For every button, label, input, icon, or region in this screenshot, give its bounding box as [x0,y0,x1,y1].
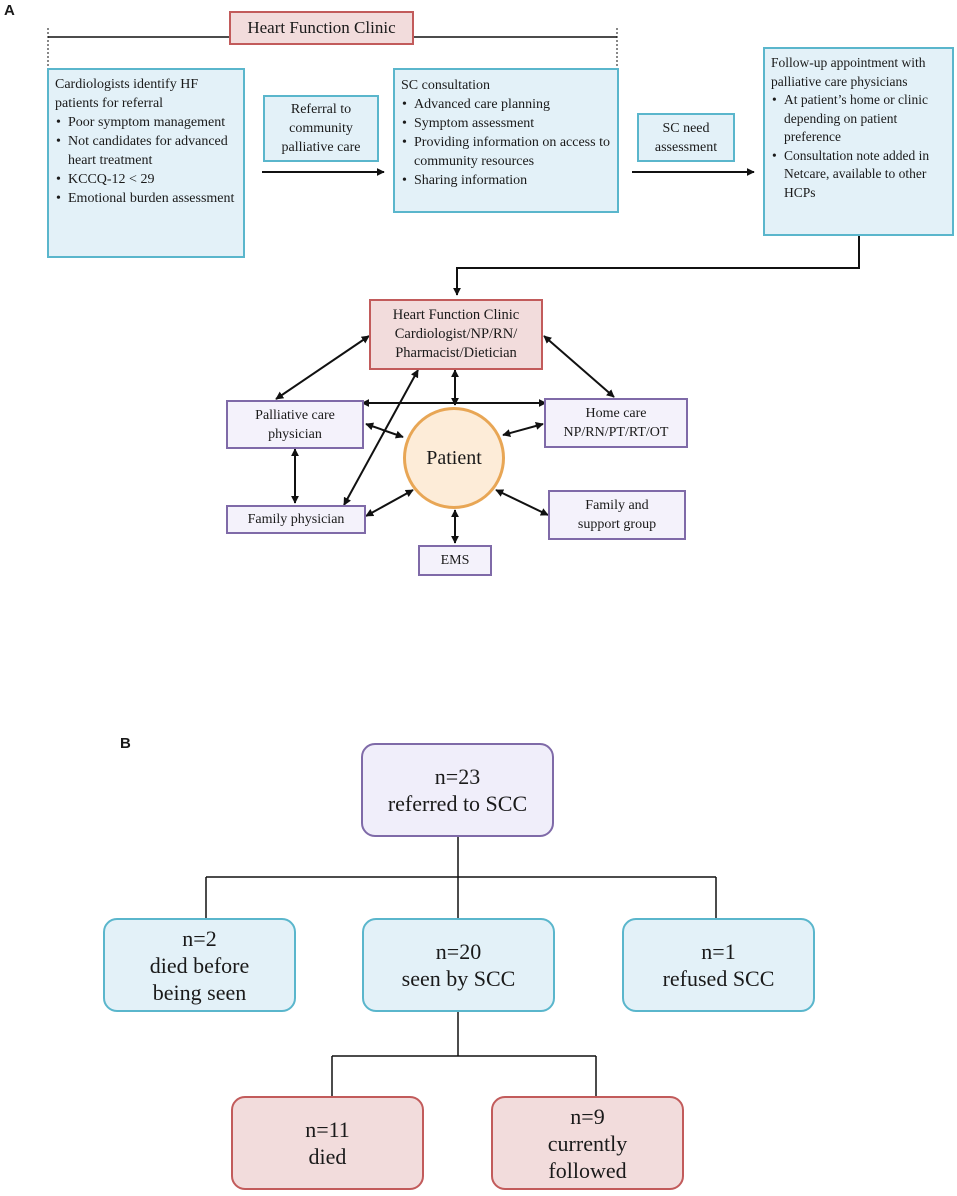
followed-label-1: currently [547,1130,628,1156]
seen-label: seen by SCC [401,966,516,991]
died-before-seen-box: n=2 died before being seen [103,918,296,1012]
heart-function-clinic-title: Heart Function Clinic [229,11,414,45]
followed-label-2: followed [548,1157,627,1183]
list-item: Advanced care planning [401,95,611,114]
died-count: n=11 [305,1117,350,1142]
arrow-clinic-homecare [543,335,615,398]
referred-count: n=23 [434,764,481,789]
palliative-node-line2: physician [268,426,322,442]
arrow-homecare-patient [502,422,544,437]
list-item: At patient’s home or clinic depending on… [771,91,946,147]
died-before-label-2: being seen [152,979,247,1005]
seen-by-scc-box: n=20 seen by SCC [362,918,555,1012]
sc-need-assessment-label: SC need assessment [637,113,735,162]
arrow-return-to-clinic [453,236,860,296]
arrow-patient-familysupport [495,489,549,516]
family-support-line1: Family and [585,498,649,513]
clinic-node-line1: Heart Function Clinic [392,307,520,323]
palliative-care-physician-node: Palliative care physician [226,400,364,449]
list-item: Providing information on access to commu… [401,133,611,171]
panel-b-letter: B [120,735,131,752]
died-before-count: n=2 [182,925,217,951]
cardiologist-referral-box: Cardiologists identify HF patients for r… [47,68,245,258]
died-before-label-1: died before [149,952,250,978]
died-box: n=11 died [231,1096,424,1190]
list-item: Sharing information [401,171,611,190]
network-arrows [275,335,615,544]
family-support-line2: support group [577,517,657,532]
cardiologist-criteria-list: Poor symptom management Not candidates f… [55,113,237,208]
list-item: Emotional burden assessment [55,189,237,208]
cardiologist-box-heading: Cardiologists identify HF patients for r… [55,77,199,111]
family-support-group-node: Family and support group [548,490,686,540]
family-physician-node: Family physician [226,505,366,534]
process-arrows [262,168,860,296]
sc-consultation-list: Advanced care planning Symptom assessmen… [401,95,611,190]
referred-label: referred to SCC [387,791,528,816]
clinic-node-line3: Pharmacist/Dietician [395,345,517,361]
arrow-clinic-palliative [275,335,370,400]
homecare-node-line2: NP/RN/PT/RT/OT [563,425,669,440]
ems-node: EMS [418,545,492,576]
list-item: KCCQ-12 < 29 [55,170,237,189]
seen-count: n=20 [435,939,482,964]
sc-consultation-box: SC consultation Advanced care planning S… [393,68,619,213]
tree-connectors [205,837,717,1096]
arrow-palliative-patient [365,422,404,439]
followed-count: n=9 [570,1103,605,1129]
refused-label: refused SCC [662,966,775,991]
panel-a-letter: A [4,2,15,19]
clinic-node-line2: Cardiologist/NP/RN/ [394,326,518,342]
list-item: Not candidates for advanced heart treatm… [55,132,237,170]
patient-node: Patient [403,407,505,509]
home-care-node: Home care NP/RN/PT/RT/OT [544,398,688,448]
refused-scc-box: n=1 refused SCC [622,918,815,1012]
referral-to-community-palliative-care-label: Referral to community palliative care [263,95,379,162]
referred-to-scc-box: n=23 referred to SCC [361,743,554,837]
list-item: Symptom assessment [401,114,611,133]
sc-consultation-heading: SC consultation [401,78,491,93]
follow-up-list: At patient’s home or clinic depending on… [771,91,946,202]
list-item: Consultation note added in Netcare, avai… [771,147,946,203]
homecare-node-line1: Home care [585,406,647,421]
died-label: died [308,1144,347,1169]
palliative-node-line1: Palliative care [255,407,335,423]
arrow-patient-familyphysician [365,489,414,517]
network-heart-function-clinic-node: Heart Function Clinic Cardiologist/NP/RN… [369,299,543,370]
currently-followed-box: n=9 currently followed [491,1096,684,1190]
list-item: Poor symptom management [55,113,237,132]
follow-up-appointment-box: Follow-up appointment with palliative ca… [763,47,954,236]
follow-up-heading: Follow-up appointment with palliative ca… [771,55,926,89]
refused-count: n=1 [701,939,736,964]
